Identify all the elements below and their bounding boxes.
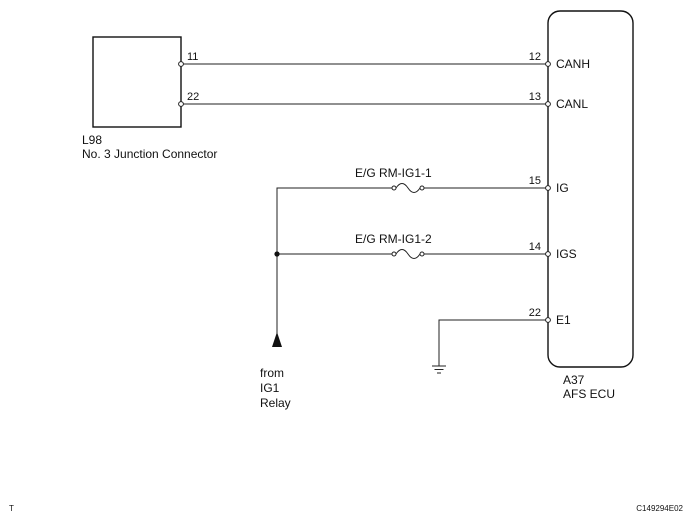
junction-connector-name: No. 3 Junction Connector bbox=[82, 147, 217, 161]
ecu-terminal-canl bbox=[545, 101, 551, 107]
jc-terminal-22 bbox=[178, 101, 184, 107]
ground-icon bbox=[432, 365, 446, 374]
ecu-pin-label-canl: CANL bbox=[556, 97, 588, 111]
ecu-pin-num-e1: 22 bbox=[529, 307, 541, 319]
fuse-2-terminal-left bbox=[391, 251, 397, 257]
ig-wire bbox=[276, 187, 394, 340]
source-line-3: Relay bbox=[260, 396, 291, 410]
source-line-1: from bbox=[260, 366, 284, 380]
splice-dot bbox=[274, 251, 280, 257]
jc-terminal-11 bbox=[178, 61, 184, 67]
ecu-pin-num-ig: 15 bbox=[529, 175, 541, 187]
ecu-pin-num-canl: 13 bbox=[529, 91, 541, 103]
ecu-name: AFS ECU bbox=[563, 387, 615, 401]
source-arrow bbox=[272, 332, 282, 347]
junction-connector-box bbox=[92, 36, 182, 128]
ecu-pin-num-igs: 14 bbox=[529, 241, 541, 253]
ecu-terminal-ig bbox=[545, 185, 551, 191]
figure-code: C149294E02 bbox=[636, 504, 683, 513]
fuse-1-symbol bbox=[395, 183, 421, 193]
ecu-pin-num-canh: 12 bbox=[529, 51, 541, 63]
ecu-pin-label-canh: CANH bbox=[556, 57, 590, 71]
corner-mark: T bbox=[9, 504, 14, 513]
fuse-2-terminal-right bbox=[419, 251, 425, 257]
jc-pin-22: 22 bbox=[187, 91, 199, 103]
ecu-terminal-e1 bbox=[545, 317, 551, 323]
fuse-2-label: E/G RM-IG1-2 bbox=[355, 232, 432, 246]
ground-wire bbox=[438, 319, 548, 366]
ecu-terminal-canh bbox=[545, 61, 551, 67]
jc-pin-11: 11 bbox=[187, 51, 198, 63]
junction-connector-id: L98 bbox=[82, 133, 102, 147]
ecu-pin-label-e1: E1 bbox=[556, 313, 571, 327]
ecu-id: A37 bbox=[563, 373, 585, 387]
fuse-1-label: E/G RM-IG1-1 bbox=[355, 166, 432, 180]
ecu-pin-label-igs: IGS bbox=[556, 247, 577, 261]
ecu-pin-label-ig: IG bbox=[556, 181, 569, 195]
fuse-1-terminal-left bbox=[391, 185, 397, 191]
source-line-2: IG1 bbox=[260, 381, 280, 395]
fuse-2-symbol bbox=[395, 249, 421, 259]
fuse-1-terminal-right bbox=[419, 185, 425, 191]
ecu-terminal-igs bbox=[545, 251, 551, 257]
